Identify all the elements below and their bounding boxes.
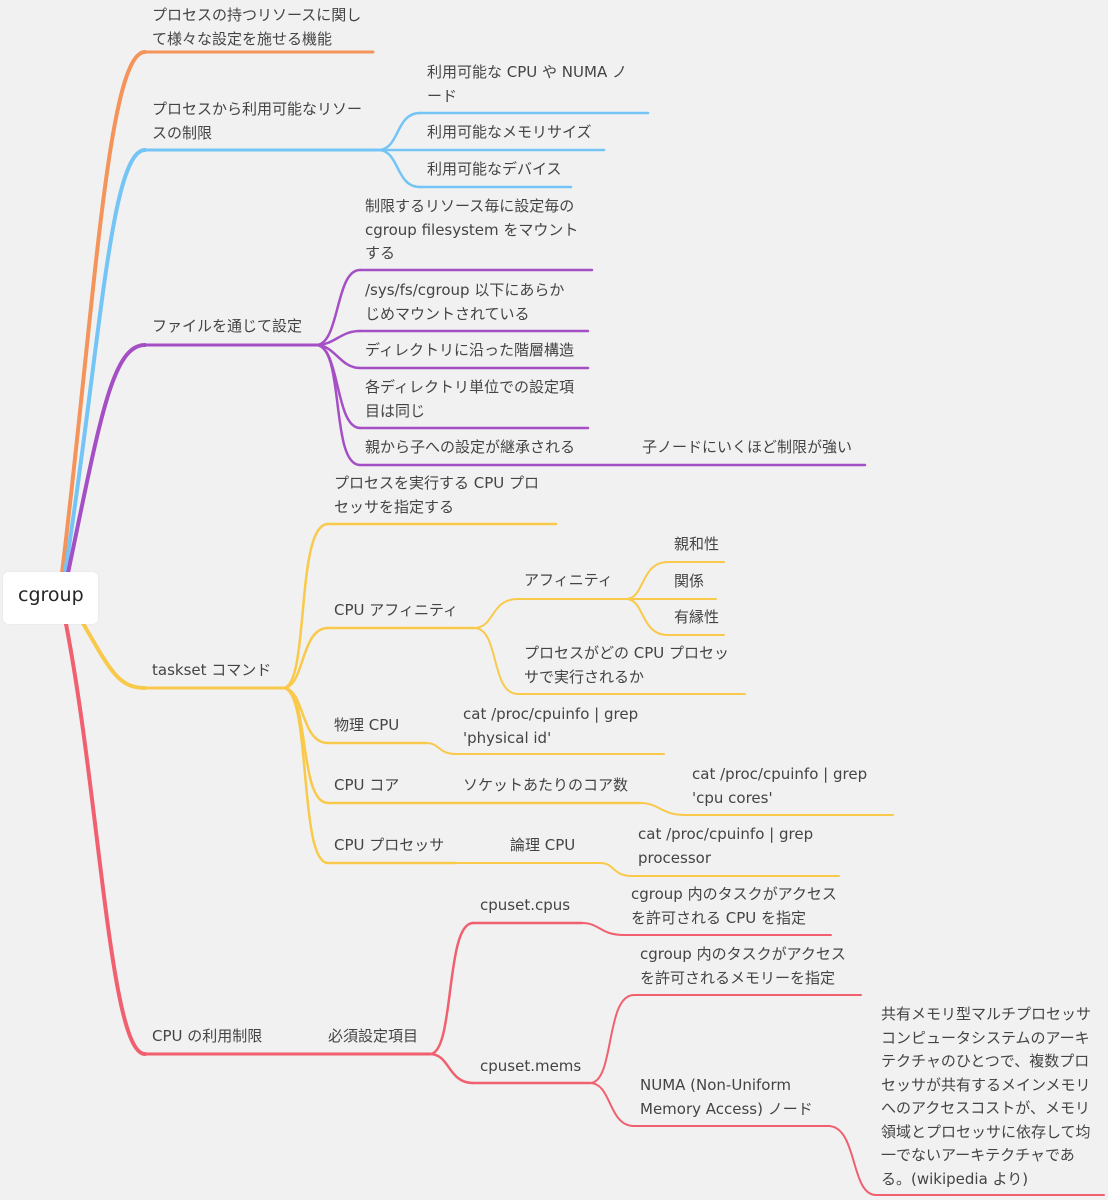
node-inheritance[interactable]: 親から子への設定が継承される xyxy=(365,438,576,456)
node-directory-hierarchy[interactable]: ディレクトリに沿った階層構造 xyxy=(365,341,574,359)
node-cpu-core[interactable]: CPU コア xyxy=(334,776,400,794)
node-cmd-processor[interactable]: cat /proc/cpuinfo | grep processor xyxy=(638,825,814,867)
node-cgroup-definition[interactable]: プロセスの持つリソースに関し て様々な設定を施せる機能 xyxy=(152,6,362,48)
node-cmd-physical-id[interactable]: cat /proc/cpuinfo | grep 'physical id' xyxy=(463,705,639,747)
root-node[interactable] xyxy=(3,572,98,624)
branch-purple-lines xyxy=(66,268,867,575)
node-mount-per-resource[interactable]: 制限するリソース毎に設定毎の cgroup filesystem をマウント す… xyxy=(365,197,579,262)
root-node-label: cgroup xyxy=(18,584,84,606)
node-affinity-yuenséi[interactable]: 有縁性 xyxy=(674,608,720,626)
node-required-items[interactable]: 必須設定項目 xyxy=(328,1027,419,1045)
node-file-config[interactable]: ファイルを通じて設定 xyxy=(152,317,303,335)
node-taskset[interactable]: taskset コマンド xyxy=(152,661,272,679)
node-devices[interactable]: 利用可能なデバイス xyxy=(427,160,562,178)
node-cpuset-mems[interactable]: cpuset.mems xyxy=(480,1057,582,1075)
node-cpu-processor[interactable]: CPU プロセッサ xyxy=(334,836,445,854)
node-cores-per-socket[interactable]: ソケットあたりのコア数 xyxy=(463,776,629,794)
node-affinity[interactable]: アフィニティ xyxy=(524,571,613,589)
node-cpuset-cpus-desc[interactable]: cgroup 内のタスクがアクセス を許可される CPU を指定 xyxy=(631,885,837,927)
node-cpuset-cpus[interactable]: cpuset.cpus xyxy=(480,896,571,914)
node-memory-size[interactable]: 利用可能なメモリサイズ xyxy=(427,123,592,141)
node-specify-cpu[interactable]: プロセスを実行する CPU プロ セッサを指定する xyxy=(334,474,540,516)
node-physical-cpu[interactable]: 物理 CPU xyxy=(334,716,400,734)
node-cpuset-mems-desc[interactable]: cgroup 内のタスクがアクセス を許可されるメモリーを指定 xyxy=(640,945,846,987)
node-cpu-affinity[interactable]: CPU アフィニティ xyxy=(334,601,459,619)
node-cpu-usage-limit[interactable]: CPU の利用制限 xyxy=(152,1027,263,1045)
node-affinity-shinwasei[interactable]: 親和性 xyxy=(674,535,720,553)
node-numa-node[interactable]: NUMA (Non-Uniform Memory Access) ノード xyxy=(640,1076,813,1118)
branch-orange-lines xyxy=(60,50,375,575)
branch-red-lines xyxy=(64,622,1105,1196)
node-sys-fs-cgroup[interactable]: /sys/fs/cgroup 以下にあらか じめマウントされている xyxy=(365,281,565,323)
node-resource-limits[interactable]: プロセスから利用可能なリソー スの制限 xyxy=(152,100,363,142)
branch-yellow-lines xyxy=(78,522,894,877)
node-logical-cpu[interactable]: 論理 CPU xyxy=(510,836,576,854)
node-cmd-cpu-cores[interactable]: cat /proc/cpuinfo | grep 'cpu cores' xyxy=(692,765,868,807)
node-which-processor[interactable]: プロセスがどの CPU プロセッ サで実行されるか xyxy=(524,644,730,686)
node-numa-definition[interactable]: 共有メモリ型マルチプロセッサ コンピュータシステムのアーキ テクチャのひとつで、… xyxy=(881,1005,1092,1188)
node-affinity-kankei[interactable]: 関係 xyxy=(674,572,705,590)
node-same-settings[interactable]: 各ディレクトリ単位での設定項 目は同じ xyxy=(365,378,574,420)
branch-blue-lines xyxy=(63,111,650,575)
node-cpu-numa[interactable]: 利用可能な CPU や NUMA ノ ード xyxy=(427,63,627,105)
node-stronger-limits[interactable]: 子ノードにいくほど制限が強い xyxy=(642,438,853,456)
